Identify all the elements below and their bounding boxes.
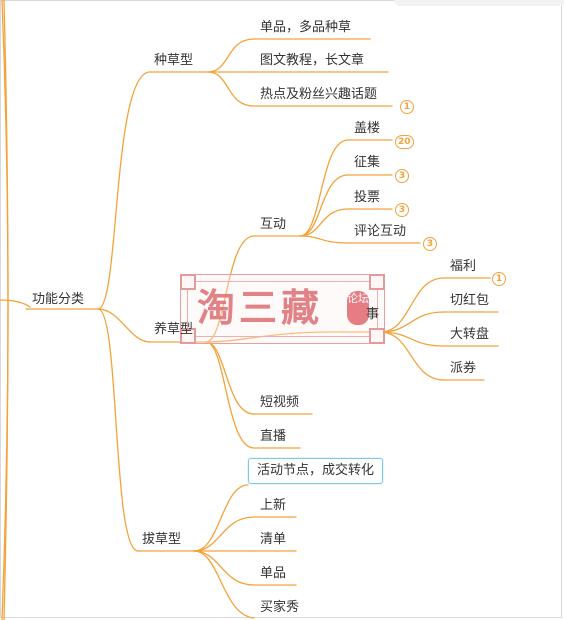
watermark-border [187,281,378,337]
root-node[interactable]: 功能分类 [32,292,85,307]
hudong-item-3[interactable]: 投票 [354,190,381,205]
comment-count-badge[interactable]: 1 [400,100,414,114]
link-hd-1 [299,139,349,237]
comment-count-badge[interactable]: 1 [492,272,506,286]
comment-count-badge[interactable]: 20 [395,135,414,149]
zhongcao-item-1[interactable]: 单品，多品种草 [260,20,352,35]
event-item-4[interactable]: 派券 [450,361,477,376]
yangcao-item-video[interactable]: 短视频 [260,395,300,410]
link-bc-1 [193,484,249,552]
comment-count-badge[interactable]: 3 [395,203,409,217]
zhongcao-item-2[interactable]: 图文教程，长文章 [260,53,365,68]
watermark-corner [180,274,196,290]
branch-events[interactable]: 事 [366,307,380,322]
edge-line [1,0,9,620]
bacao-item-2[interactable]: 上新 [260,498,287,513]
link-root-bacao [97,308,139,552]
link-root-yangcao [97,308,151,343]
bacao-item-4[interactable]: 单品 [260,566,287,581]
link-yc-shi [205,331,331,343]
comment-count-badge[interactable]: 3 [395,169,409,183]
hudong-item-2[interactable]: 征集 [354,155,381,170]
watermark-seal: 论坛 [347,291,369,325]
link-hd-2 [299,174,349,237]
bacao-item-5[interactable]: 买家秀 [260,600,300,615]
hudong-item-4[interactable]: 评论互动 [354,224,407,239]
event-item-2[interactable]: 切红包 [450,293,490,308]
branch-bacao[interactable]: 拔草型 [142,532,182,547]
link-shi-2 [379,311,445,333]
top-toolbar-edge [394,0,564,6]
link-zc-3 [207,71,255,107]
link-bc-4 [193,550,255,586]
edge-line [0,299,31,308]
link-bc-2 [193,516,255,552]
event-item-1[interactable]: 福利 [450,259,477,274]
link-bc-5 [193,550,255,619]
hudong-item-1[interactable]: 盖楼 [354,121,381,136]
watermark-corner [369,328,385,344]
watermark-text: 淘三藏 [197,285,324,330]
branch-yangcao[interactable]: 养草型 [154,322,194,337]
watermark: 淘三藏 论坛 [180,274,385,344]
yangcao-item-live[interactable]: 直播 [260,429,287,444]
branch-hudong[interactable]: 互动 [260,217,287,232]
event-item-3[interactable]: 大转盘 [450,327,490,342]
link-shi-4 [379,331,445,381]
zhongcao-item-3[interactable]: 热点及粉丝兴趣话题 [260,87,378,102]
watermark-corner [180,328,196,344]
link-root-zhongcao [97,71,151,310]
edge-line [3,0,9,620]
link-shi-1 [379,277,445,333]
bacao-item-1-selected[interactable]: 活动节点，成交转化 [248,458,384,484]
link-shi-3 [379,331,445,347]
link-yc-live [205,341,255,449]
branch-zhongcao[interactable]: 种草型 [154,53,194,68]
bacao-item-3[interactable]: 清单 [260,532,287,547]
link-yc-hudong [205,235,255,343]
comment-count-badge[interactable]: 3 [423,237,437,251]
link-hd-3 [299,208,349,237]
watermark-corner [369,274,385,290]
link-zc-1 [207,38,255,73]
link-hd-4 [299,235,349,244]
link-yc-video [205,341,255,415]
